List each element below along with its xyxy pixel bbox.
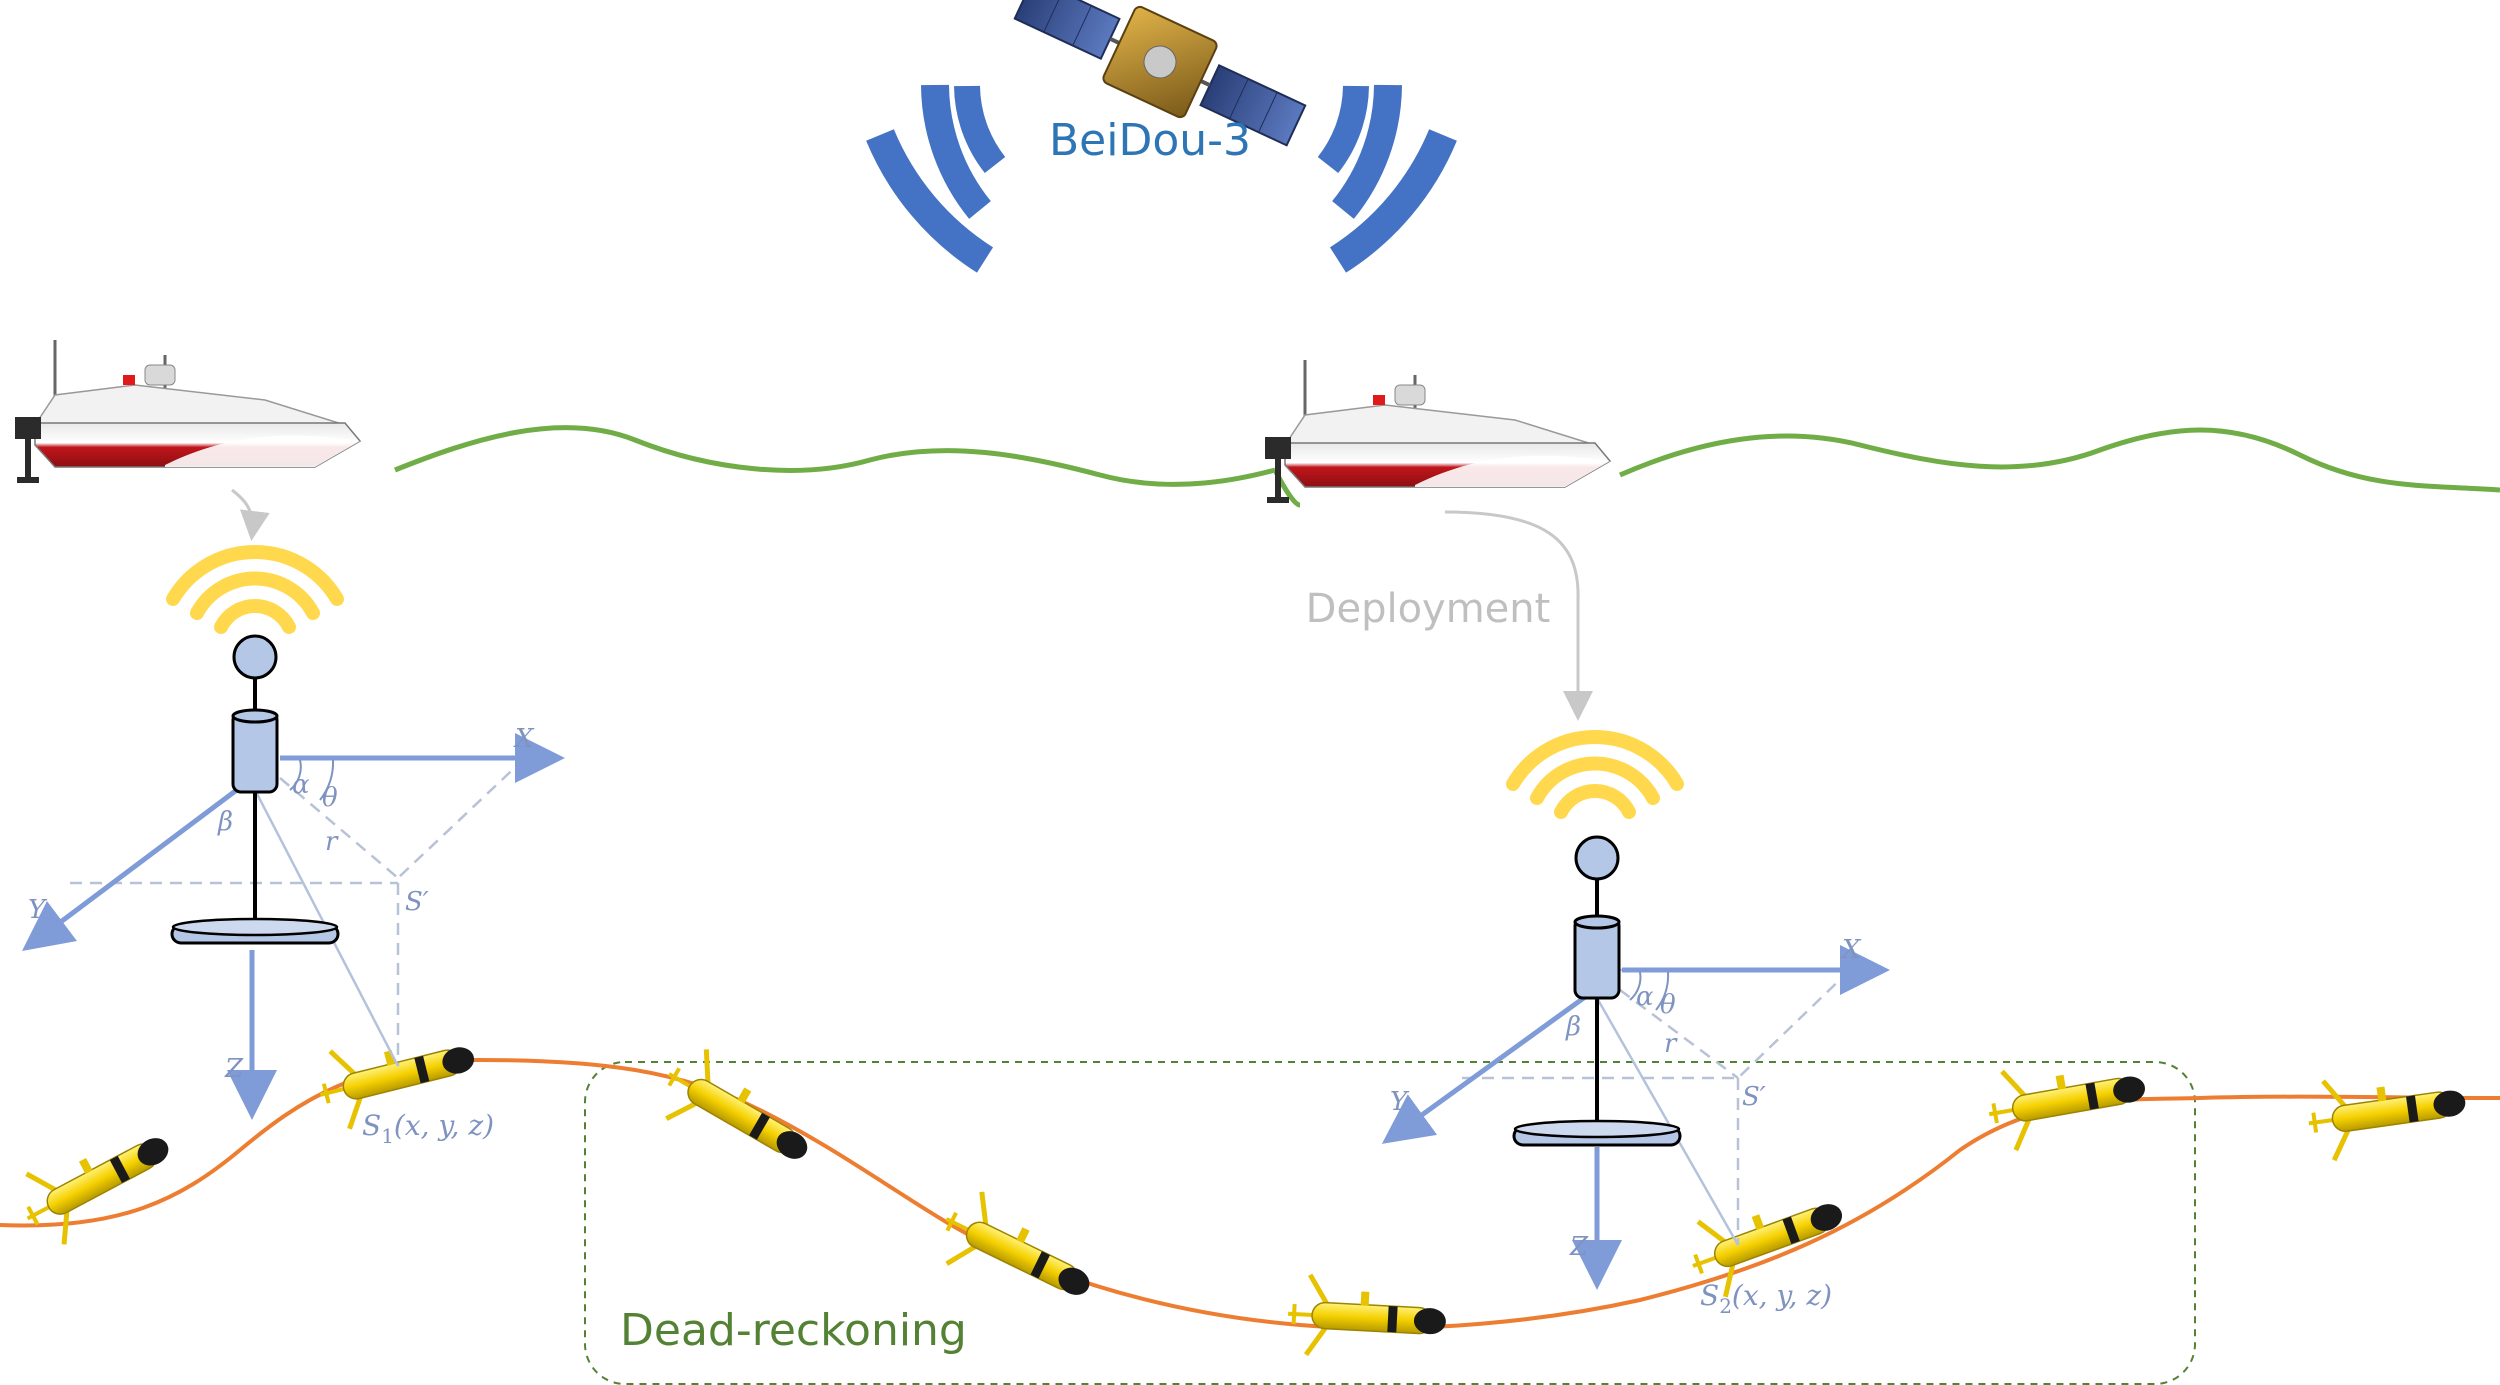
z-axis-label: Z xyxy=(224,1054,244,1084)
alpha-label: α xyxy=(1636,982,1654,1012)
deployment-arrow-2 xyxy=(1444,510,1593,721)
s-prime-label: S′ xyxy=(405,887,429,917)
coordinate-frame-2: X Y Z α β θ r S′ S2(x, y, z) xyxy=(1381,835,1890,1318)
y-axis-label: Y xyxy=(28,895,48,925)
x-axis-label: X xyxy=(1840,935,1862,965)
underwater-glider-icon xyxy=(1286,1274,1448,1362)
theta-label: θ xyxy=(322,783,338,813)
underwater-glider-icon xyxy=(9,1109,186,1254)
satellite-signal-left-icon xyxy=(866,84,1006,273)
buoy-icon xyxy=(1512,835,1682,1147)
y-axis xyxy=(22,778,252,951)
deployment-arrow-1 xyxy=(231,488,270,541)
buoy-icon xyxy=(170,634,340,945)
coordinate-frame-1: X Y Z α β θ r S′ S1(x, y, z) xyxy=(22,634,565,1148)
underwater-glider-icon xyxy=(1982,1047,2151,1153)
y-axis xyxy=(1381,989,1594,1144)
underwater-glider-icon xyxy=(929,1183,1106,1324)
deployment-label: Deployment xyxy=(1306,586,1551,632)
alpha-label: α xyxy=(292,770,310,800)
beta-label: β xyxy=(1565,1012,1581,1042)
theta-label: θ xyxy=(1660,990,1676,1020)
z-axis-label: Z xyxy=(1569,1232,1589,1262)
wifi-signal-icon xyxy=(173,552,337,627)
r-label: r xyxy=(1664,1029,1678,1059)
sea-surface-wave-left xyxy=(394,425,1276,487)
dead-reckoning-label: Dead-reckoning xyxy=(620,1305,967,1356)
s-prime-label: S′ xyxy=(1742,1082,1766,1112)
sea-surface-wave-right xyxy=(1618,427,2500,493)
satellite-label: BeiDou-3 xyxy=(1049,115,1251,166)
usv-boat-icon xyxy=(13,338,362,485)
wifi-signal-icon xyxy=(1513,737,1677,812)
satellite-signal-right-icon xyxy=(1317,84,1457,273)
beta-label: β xyxy=(217,807,233,837)
usv-boat-icon xyxy=(1263,358,1612,505)
position-label-2: S2(x, y, z) xyxy=(1700,1279,1832,1318)
r-label: r xyxy=(325,827,339,857)
underwater-glider-icon xyxy=(2303,1062,2471,1163)
position-label-1: S1(x, y, z) xyxy=(362,1109,494,1148)
y-axis-label: Y xyxy=(1390,1087,1410,1117)
satellite-icon xyxy=(1013,0,1307,147)
x-axis-label: X xyxy=(513,724,535,754)
